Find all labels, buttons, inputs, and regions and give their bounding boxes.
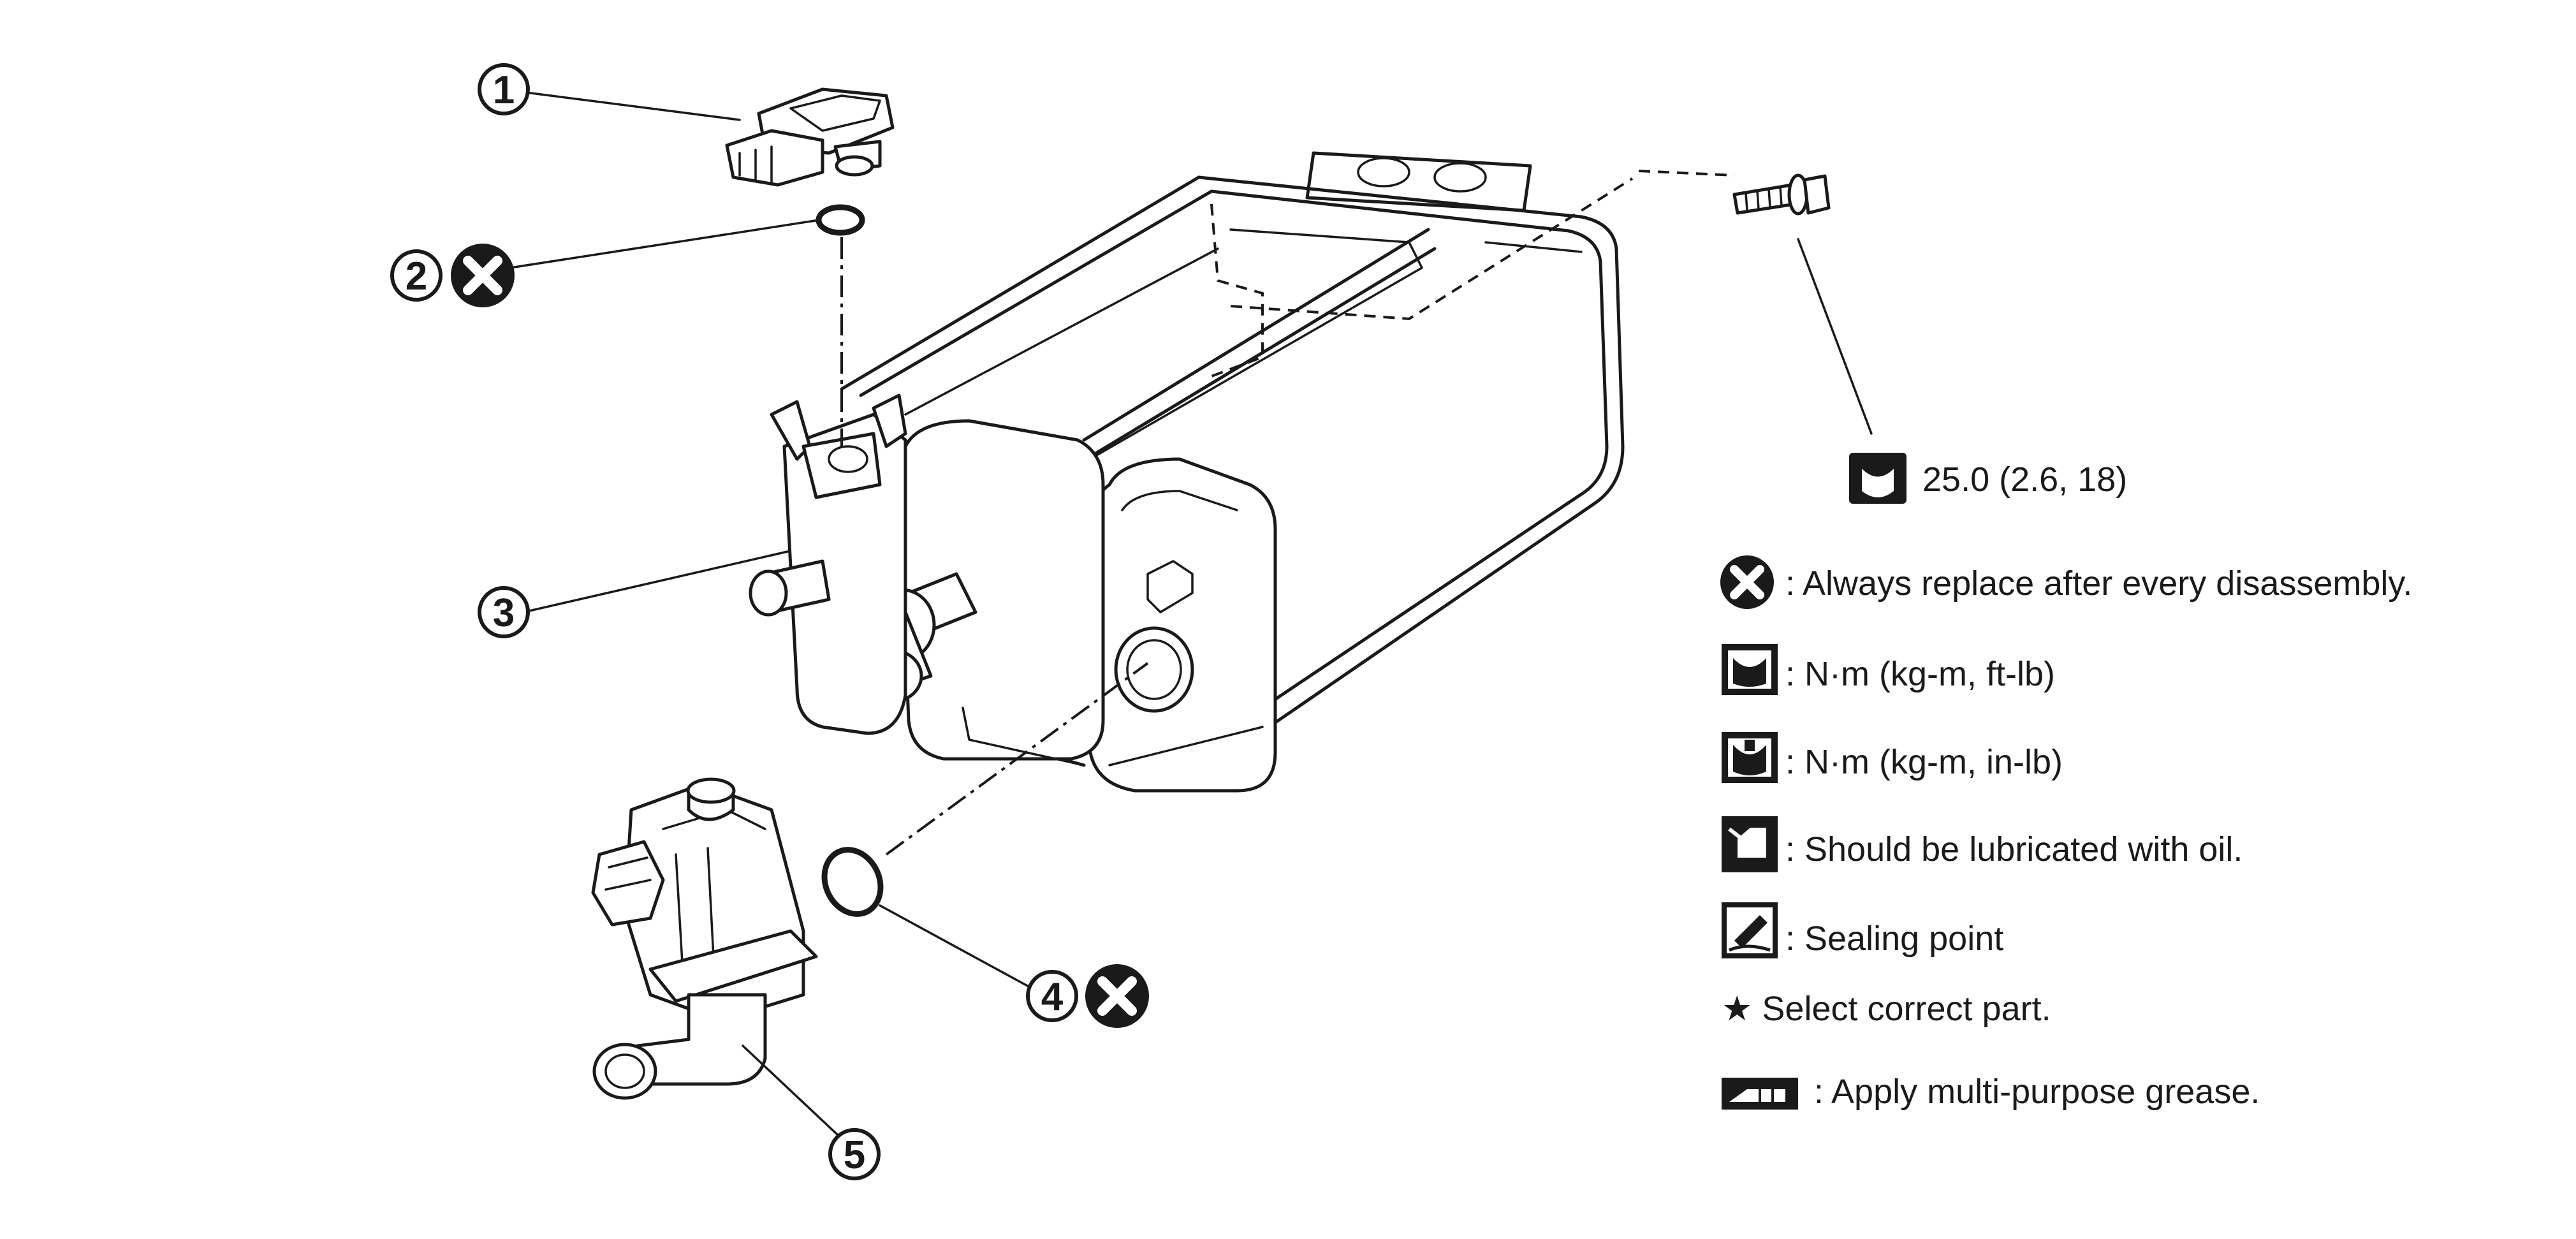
oil-can-icon [1722,816,1778,872]
svg-text:★ Select correct part.: ★ Select correct part. [1722,990,2051,1028]
svg-text:25.0 (2.6, 18): 25.0 (2.6, 18) [1922,460,2127,499]
sealant-icon [1722,902,1778,958]
callout-1: 1 [478,63,530,115]
callout-2: 2 [390,249,443,302]
legend: : Always replace after every disassembly… [1720,555,2412,1111]
part-2-o-ring [816,204,865,236]
svg-text:5: 5 [844,1133,865,1177]
x-circle-icon [1720,555,1774,609]
grease-gun-icon [1722,1078,1798,1110]
svg-text:4: 4 [1041,975,1064,1019]
torque-spec: 25.0 (2.6, 18) [1849,453,2127,504]
mounting-bolt [1732,173,1831,216]
callout-3: 3 [478,586,530,638]
wrench-torque-filled-icon [1722,732,1778,783]
part-5-purge-valve [591,777,818,1100]
svg-text:: Always replace after every d: : Always replace after every disassembly… [1785,564,2412,603]
svg-text:: Should be lubricated with oi: : Should be lubricated with oil. [1785,830,2243,869]
replace-icon-4 [1085,964,1149,1028]
wrench-torque-icon [1722,644,1778,695]
svg-text:3: 3 [493,591,515,635]
wrench-torque-icon [1849,453,1906,504]
svg-text:: N·m (kg-m, in-lb): : N·m (kg-m, in-lb) [1785,743,2063,781]
svg-text:1: 1 [493,68,515,112]
leader-lines [509,91,1873,1146]
evap-canister [749,151,1634,793]
svg-text:: Sealing point: : Sealing point [1785,920,2003,958]
svg-text:2: 2 [406,254,427,298]
part-4-o-ring [821,847,884,917]
svg-text:: N·m (kg-m, ft-lb): : N·m (kg-m, ft-lb) [1785,655,2055,693]
callout-5: 5 [828,1128,881,1180]
callout-4: 4 [1026,970,1078,1022]
replace-icon-2 [451,244,515,307]
part-1-pressure-sensor [725,87,895,187]
svg-text:: Apply multi-purpose grease.: : Apply multi-purpose grease. [1814,1073,2260,1111]
